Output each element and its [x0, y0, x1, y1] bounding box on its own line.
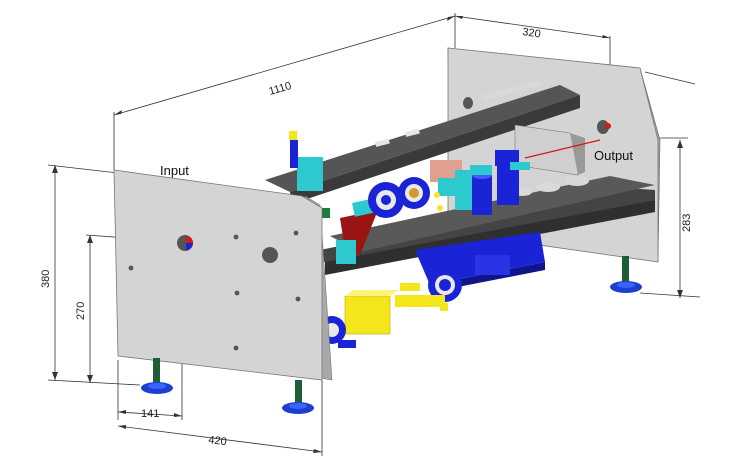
- input-label: Input: [160, 163, 189, 178]
- dimension-arrows: [52, 16, 683, 453]
- dim-text-length: 1110: [268, 80, 293, 98]
- dim-ext-height-right-bottom: [639, 292, 701, 298]
- input-end-plate: [113, 169, 333, 381]
- dim-ext-height-left-top: [47, 164, 119, 174]
- output-label: Output: [594, 148, 633, 163]
- output-beam-line: [524, 139, 601, 159]
- dim-line-depth-bottom: [117, 425, 323, 453]
- dim-ext-top-right: [644, 71, 696, 85]
- dim-line-length: [113, 15, 456, 116]
- input-axis-marker: [186, 236, 193, 243]
- leveling-feet: [141, 256, 642, 414]
- cyan-housing: [297, 157, 323, 191]
- plate-hole: [262, 247, 278, 263]
- deck-hole: [536, 182, 560, 192]
- yellow-block: [344, 295, 391, 335]
- deck-hole: [565, 176, 589, 186]
- dim-ext-height-left-bottom: [47, 379, 141, 386]
- foot-left: [141, 358, 173, 394]
- dim-text-axis-height: 270: [75, 302, 87, 320]
- output-axis-marker: [605, 123, 611, 129]
- dim-text-axis-offset: 141: [141, 408, 159, 420]
- pink-block: [430, 160, 462, 182]
- upper-mechanism: [289, 131, 530, 264]
- dim-text-height-left: 380: [40, 270, 52, 288]
- dim-text-depth-bottom: 420: [208, 434, 228, 448]
- plate-hole: [597, 120, 609, 134]
- plate-bolt-holes: [128, 230, 301, 351]
- base-deck: [320, 176, 655, 275]
- lower-carriage: [318, 232, 545, 348]
- foot-right-front: [282, 380, 314, 414]
- output-housing: [514, 124, 601, 176]
- foot-right-back: [610, 256, 642, 293]
- dim-line-axis-offset: [117, 411, 183, 417]
- plate-hole: [463, 97, 473, 109]
- dim-text-height-right: 283: [681, 214, 693, 232]
- dim-line-depth-top: [454, 15, 611, 39]
- blue-cylinder-1: [472, 175, 492, 215]
- dim-text-depth-top: 320: [522, 26, 542, 40]
- blue-cylinder-2: [497, 160, 519, 205]
- cyan-block-left: [336, 240, 356, 264]
